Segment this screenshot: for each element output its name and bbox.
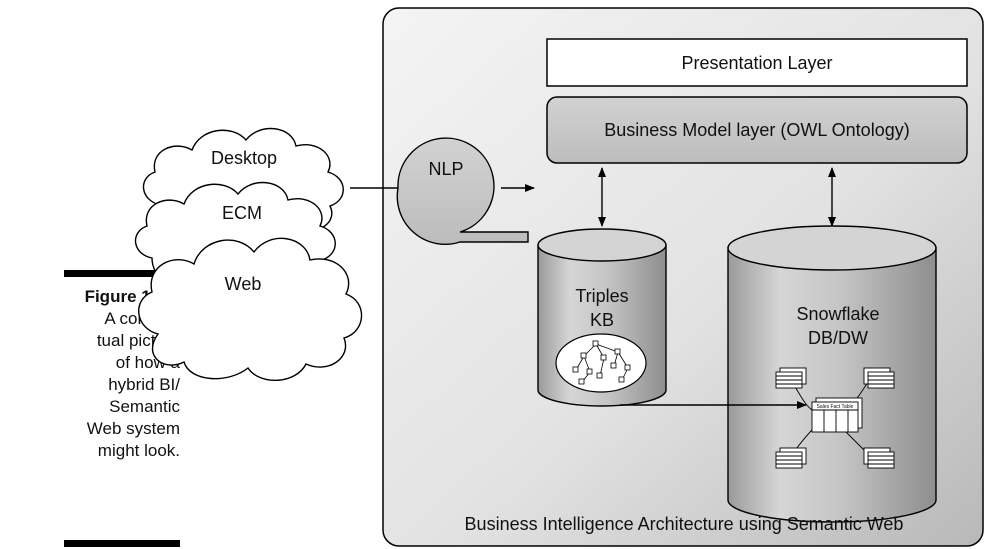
business-model-layer-label: Business Model layer (OWL Ontology) <box>604 120 909 140</box>
fact-table <box>811 397 863 433</box>
snowflake-label-line1: Snowflake <box>796 304 879 324</box>
dimension-table-top-left <box>775 367 807 389</box>
snowflake-label-line2: DB/DW <box>808 328 868 348</box>
presentation-layer-box <box>546 38 968 87</box>
figure-caption-text: A concep- tual picture of how a hybrid B… <box>86 309 180 460</box>
architecture-label: Business Intelligence Architecture using… <box>465 514 904 534</box>
triples-kb-cylinder: Triples KB <box>537 228 667 407</box>
snowflake-schema-icon <box>775 367 895 469</box>
cloud-label-ecm: ECM <box>222 203 262 223</box>
cloud-label-desktop: Desktop <box>211 148 277 168</box>
nlp-label: NLP <box>428 159 463 179</box>
nlp-shape <box>396 137 529 245</box>
fact-table-label: Sales Fact Table <box>817 404 854 410</box>
caption-top-rule <box>64 270 180 277</box>
triples-label-line1: Triples <box>575 286 628 306</box>
caption-bottom-rule <box>64 540 180 547</box>
dimension-table-top-right <box>863 367 895 389</box>
cloud-web <box>138 237 363 382</box>
triples-label-line2: KB <box>590 310 614 330</box>
triples-graph-ellipse <box>555 333 647 393</box>
cloud-label-web: Web <box>225 274 262 294</box>
presentation-layer-label: Presentation Layer <box>681 53 832 73</box>
business-model-layer-box <box>546 96 968 164</box>
figure-caption: Figure 11-4: A concep- tual picture of h… <box>6 286 180 462</box>
snowflake-cylinder: Snowflake DB/DW <box>727 225 937 523</box>
cloud-group: Desktop ECM Web <box>134 127 363 382</box>
triples-graph-icon <box>572 340 631 385</box>
dimension-table-bottom-right <box>863 447 895 469</box>
dimension-table-bottom-left <box>775 447 807 469</box>
